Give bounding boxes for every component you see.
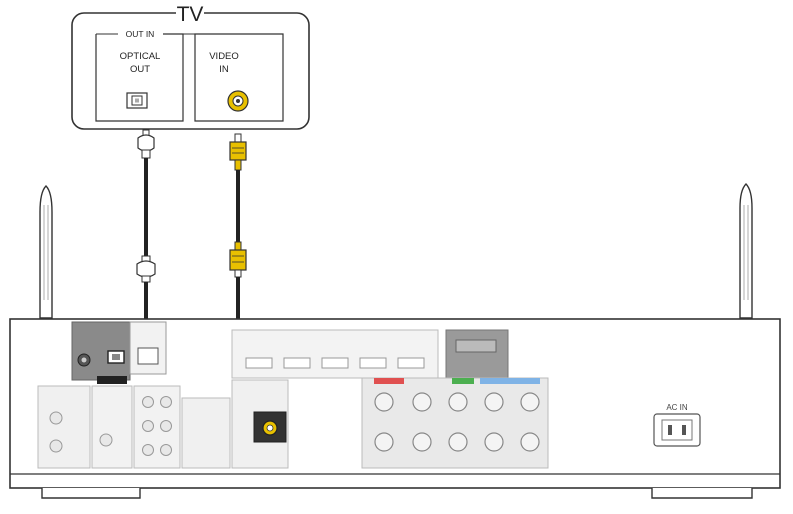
antenna-panel	[91, 385, 133, 469]
speaker-terminal-3b-icon	[448, 432, 468, 452]
analog-jack-6-icon	[160, 444, 172, 456]
speaker-terminal-1a-icon	[374, 392, 394, 412]
speaker-terminal-panel	[361, 377, 549, 469]
speaker-terminal-1b-icon	[374, 432, 394, 452]
optical-cable-upper	[144, 158, 148, 258]
tv-title: TV	[177, 3, 204, 26]
speaker-terminal-5a-icon	[520, 392, 540, 412]
hdmi-port-2-icon	[283, 357, 311, 369]
rca-plug-lower-icon	[229, 241, 247, 278]
analog-jack-1-icon	[142, 396, 154, 408]
analog-jack-4-icon	[160, 420, 172, 432]
phono-jack-2-icon	[49, 439, 63, 453]
analog-in-panel	[133, 385, 181, 469]
optical-out-frame	[95, 33, 184, 122]
video-label-line1: VIDEO	[209, 51, 239, 62]
ac-in-label: AC IN	[666, 403, 688, 412]
tv-title-bg	[176, 4, 204, 24]
optical-plug-top-icon	[137, 129, 155, 159]
foot-right	[651, 488, 753, 499]
speaker-terminal-4b-icon	[484, 432, 504, 452]
video-cable-upper	[236, 170, 240, 244]
hdmi-port-4-icon	[359, 357, 387, 369]
analog-jack-2-icon	[160, 396, 172, 408]
hdmi-out-port-icon	[455, 339, 497, 353]
out-in-label: OUT IN	[126, 29, 155, 39]
speaker-terminal-2a-icon	[412, 392, 432, 412]
analog-jack-3-icon	[142, 420, 154, 432]
hdmi-ports	[245, 357, 425, 369]
tv-outline	[71, 12, 310, 130]
optical-in-jack-icon	[107, 350, 125, 364]
optical-plug-lower-icon	[136, 255, 156, 283]
phono-panel	[37, 385, 91, 469]
hdmi-panel	[231, 329, 439, 379]
speaker-terminals	[374, 392, 540, 452]
ethernet-port-icon	[137, 347, 159, 365]
fm-jack-icon	[99, 433, 113, 447]
rca-plug-top-icon	[229, 133, 247, 171]
ac-inlet-icon	[653, 413, 701, 447]
speaker-terminal-4a-icon	[484, 392, 504, 412]
speaker-terminal-2b-icon	[412, 432, 432, 452]
analog-jack-5-icon	[142, 444, 154, 456]
pre-out-panel	[181, 397, 231, 469]
speaker-tag-red	[374, 378, 404, 384]
tv-unit: TV OUT IN OPTICAL OUT VIDEO IN	[71, 3, 310, 130]
video-in-frame	[194, 33, 284, 122]
hdmi-monitor-panel	[445, 329, 509, 379]
optical-label-line2: OUT	[130, 64, 150, 75]
phono-jack-1-icon	[49, 411, 63, 425]
speaker-tag-green	[452, 378, 474, 384]
optical-out-jack-icon	[126, 92, 148, 109]
speaker-tag-blue	[480, 378, 540, 384]
receiver-unit: AC IN	[9, 318, 781, 499]
foot-left	[41, 488, 141, 499]
video-in-jack-icon	[227, 90, 249, 112]
hdmi-port-3-icon	[321, 357, 349, 369]
speaker-terminal-5b-icon	[520, 432, 540, 452]
coaxial-jack-icon	[77, 353, 91, 367]
video-label-line2: IN	[219, 64, 229, 75]
receiver-video-in-jack-icon	[262, 420, 278, 436]
hdmi-port-1-icon	[245, 357, 273, 369]
hdmi-port-5-icon	[397, 357, 425, 369]
optical-label-line1: OPTICAL	[120, 51, 161, 62]
speaker-terminal-3a-icon	[448, 392, 468, 412]
optical-in-label-plate	[97, 376, 127, 384]
